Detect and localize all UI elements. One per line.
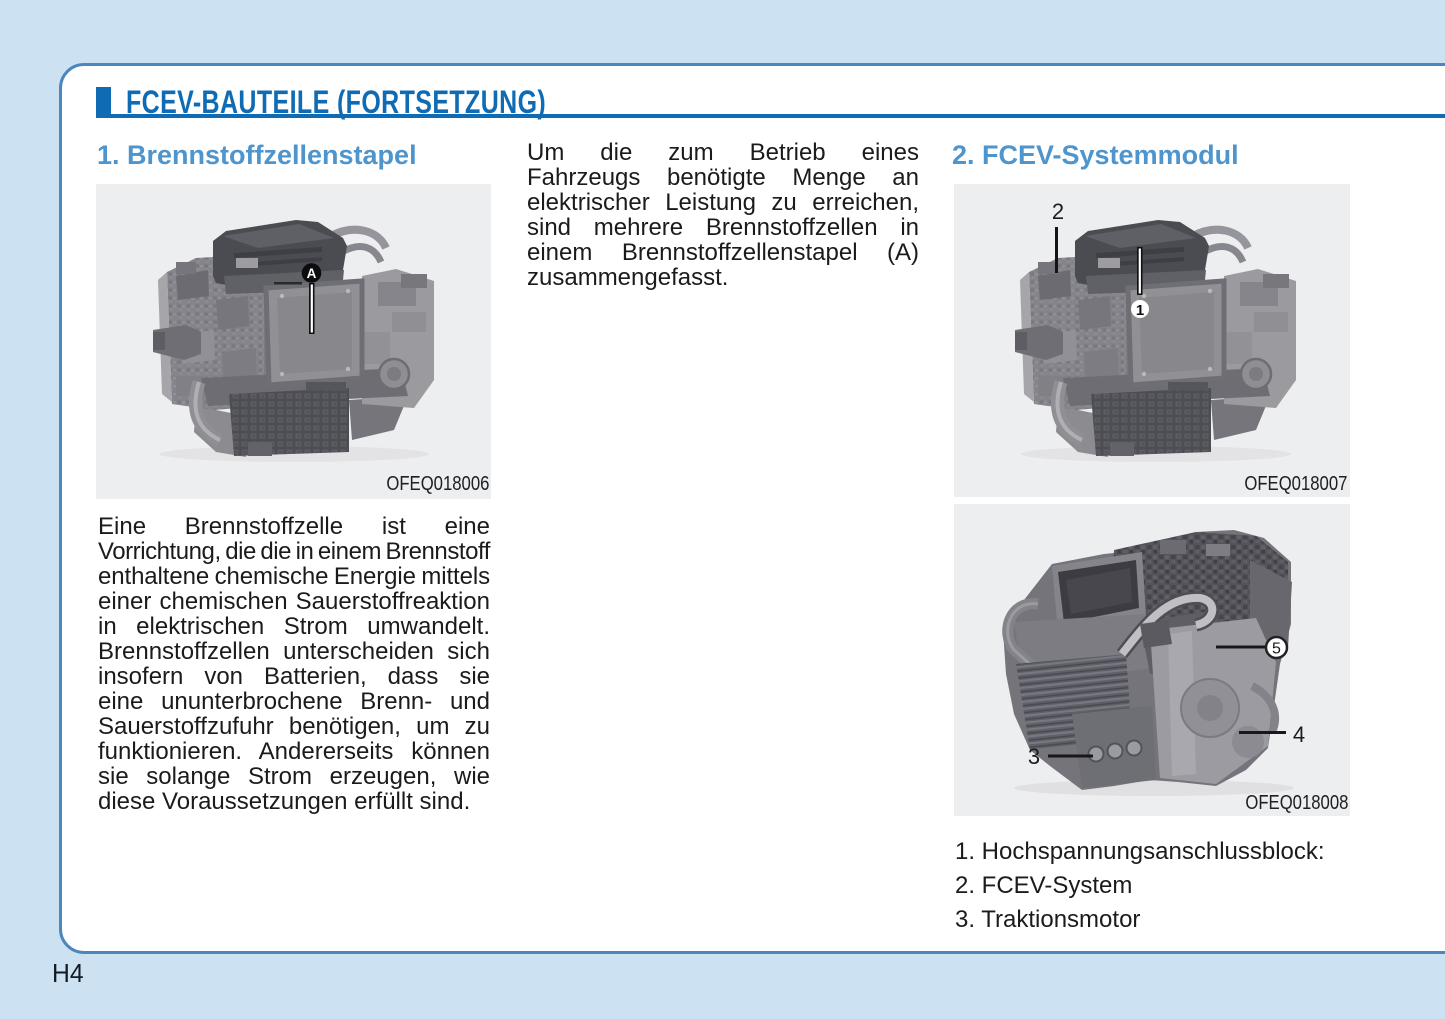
svg-text:4: 4 — [1293, 722, 1305, 747]
svg-text:A: A — [307, 266, 317, 281]
svg-text:5: 5 — [1272, 641, 1281, 658]
svg-text:2: 2 — [1052, 199, 1064, 224]
svg-text:3: 3 — [1028, 744, 1040, 769]
svg-text:1: 1 — [1136, 302, 1144, 319]
